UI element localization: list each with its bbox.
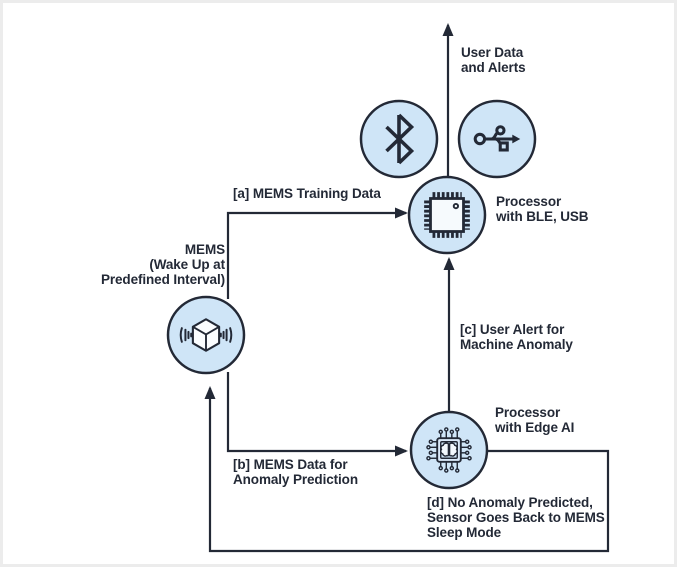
chip-icon [424,192,470,238]
flow-b-arrow-line [226,372,408,457]
usb-icon [473,125,521,152]
flow-b-label: [b] MEMS Data for Anomaly Prediction [233,457,358,487]
flow-c-label: [c] User Alert for Machine Anomaly [460,322,573,352]
bluetooth-icon [385,113,415,165]
output-flow-label: User Data and Alerts [461,45,526,75]
processor-ble-label: Processor with BLE, USB [496,194,589,224]
flow-a-arrow-line [226,207,408,299]
flow-d-feedback-loop-line [204,386,610,553]
processor-edge-label: Processor with Edge AI [495,405,575,435]
flow-a-label: [a] MEMS Training Data [233,186,381,201]
flow-d-label: [d] No Anomaly Predicted, Sensor Goes Ba… [427,495,605,540]
mems-vibrating-cube-icon [179,318,233,352]
mems-node-label: MEMS (Wake Up at Predefined Interval) [100,242,225,287]
edge-ai-brain-chip-icon [426,427,472,473]
